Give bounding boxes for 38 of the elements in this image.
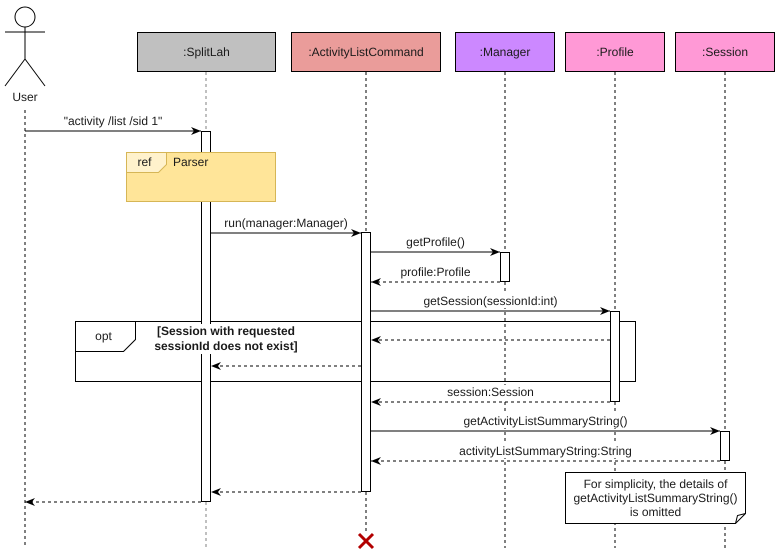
message-label: activityListSummaryString:String (458, 444, 633, 458)
cross-icon (357, 532, 375, 550)
return-arrow (370, 398, 610, 406)
activation-bar (500, 252, 510, 282)
return-arrow (370, 278, 500, 286)
return-arrow (210, 362, 362, 370)
message-arrow (370, 427, 720, 435)
ref-frame (126, 152, 276, 202)
message-label: profile:Profile (399, 265, 472, 279)
message-label: getProfile() (405, 235, 466, 249)
return-arrow (370, 457, 720, 465)
return-arrow (370, 336, 610, 344)
message-label: "activity /list /sid 1" (62, 114, 164, 128)
participant-box: :Session (675, 32, 775, 72)
actor-label: User (12, 90, 38, 104)
message-arrow (210, 229, 362, 237)
frame-tab: opt (75, 321, 136, 352)
message-label: session:Session (446, 385, 535, 399)
message-label: getActivityListSummaryString() (462, 414, 629, 428)
lifeline (724, 72, 726, 432)
participant-box: :Manager (455, 32, 555, 72)
message-label: getSession(sessionId:int) (422, 294, 559, 308)
activation-bar (361, 232, 371, 492)
return-arrow (210, 488, 362, 496)
message-arrow (370, 307, 610, 315)
message-label: run(manager:Manager) (223, 216, 349, 230)
activation-bar (610, 311, 620, 402)
frame-tab: ref (126, 152, 167, 173)
activation-bar (720, 431, 730, 461)
participant-box: :SplitLah (137, 32, 276, 72)
note: For simplicity, the details of getActivityListSummaryString() is omitted (565, 472, 746, 524)
message-arrow (370, 248, 500, 256)
message-arrow (24, 127, 202, 135)
return-arrow (24, 498, 202, 506)
frame-title: Parser (173, 155, 208, 170)
participant-box: :ActivityListCommand (291, 32, 441, 72)
participant-box: :Profile (565, 32, 665, 72)
lifeline (614, 72, 616, 312)
